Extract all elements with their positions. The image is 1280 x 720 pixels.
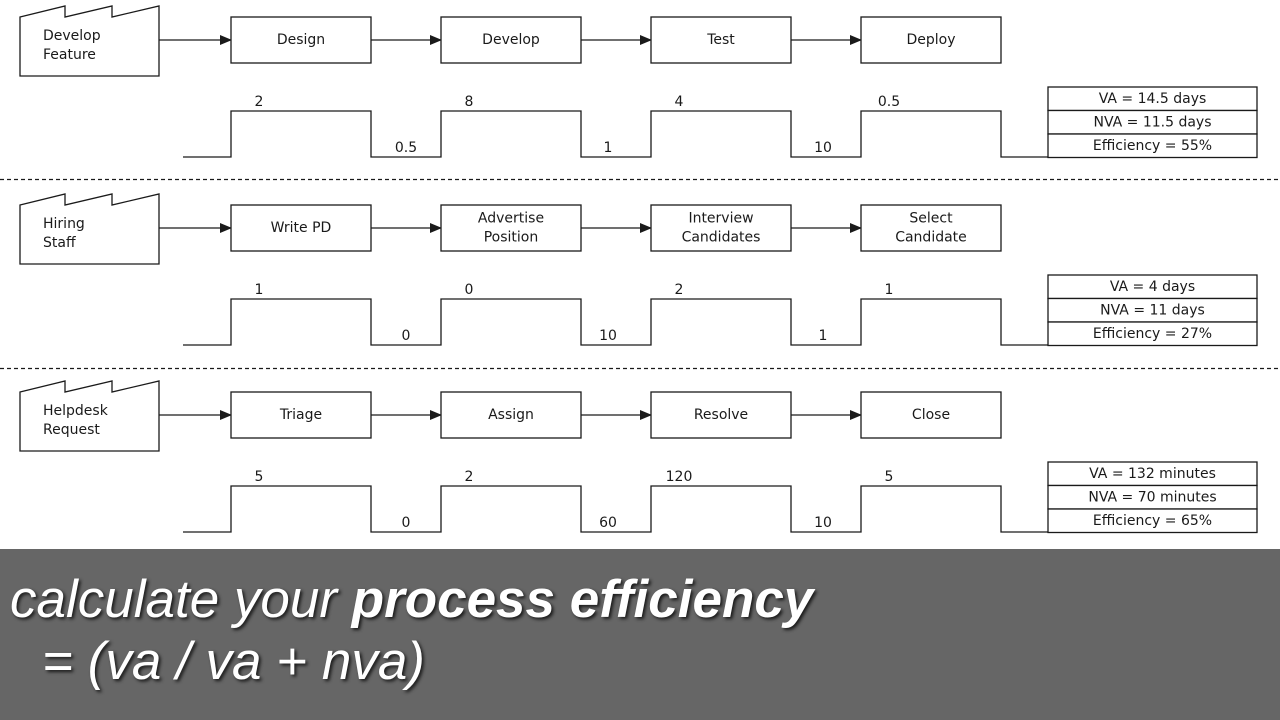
- nva-time-label: 0.5: [395, 140, 417, 156]
- process-step-box: [230, 16, 372, 64]
- trigger-label: Helpdesk: [43, 403, 109, 419]
- nva-time-label: 0: [402, 328, 411, 344]
- process-step-label: Candidates: [682, 230, 761, 246]
- va-time-label: 2: [675, 282, 684, 298]
- va-time-label: 5: [885, 469, 894, 485]
- va-time-label: 0: [465, 282, 474, 298]
- timeline: [183, 298, 1049, 346]
- process-step-box: [440, 16, 582, 64]
- process-step-label: Assign: [488, 407, 534, 423]
- process-step-label: Interview: [688, 211, 753, 227]
- process-step-label: Close: [912, 407, 950, 423]
- process-step-box: [860, 391, 1002, 439]
- process-step-label: Deploy: [906, 32, 955, 48]
- va-time-label: 2: [255, 94, 264, 110]
- nva-time-label: 0: [402, 515, 411, 531]
- trigger-label: Develop: [43, 28, 101, 44]
- va-time-label: 2: [465, 469, 474, 485]
- summary-value: Efficiency = 55%: [1093, 138, 1212, 154]
- nva-time-label: 60: [599, 515, 617, 531]
- timeline: [183, 110, 1049, 158]
- process-step-box: [230, 391, 372, 439]
- timeline: [183, 485, 1049, 533]
- summary-cell: [1047, 508, 1258, 534]
- va-time-label: 0.5: [878, 94, 900, 110]
- trigger-label: Hiring: [43, 216, 85, 232]
- summary-value: VA = 14.5 days: [1099, 91, 1207, 107]
- nva-time-label: 10: [599, 328, 617, 344]
- summary-value: NVA = 11.5 days: [1093, 114, 1211, 130]
- process-step-label: Advertise: [478, 211, 544, 227]
- process-step-label: Write PD: [271, 220, 332, 236]
- caption-line-2: = (va / va + nva): [42, 632, 425, 691]
- factory-icon: [19, 5, 160, 77]
- process-step-label: Triage: [279, 407, 322, 423]
- va-time-label: 1: [255, 282, 264, 298]
- va-time-label: 5: [255, 469, 264, 485]
- caption-normal-text: calculate your: [10, 570, 352, 629]
- process-step-label: Select: [909, 211, 953, 227]
- caption-bold-text: process efficiency: [351, 570, 814, 629]
- caption-line-1: calculate your process efficiency: [10, 570, 813, 630]
- va-time-label: 4: [675, 94, 684, 110]
- summary-value: NVA = 70 minutes: [1088, 489, 1216, 505]
- process-step-box: [440, 391, 582, 439]
- process-step-label: Design: [277, 32, 325, 48]
- process-step-label: Develop: [482, 32, 540, 48]
- trigger-label: Feature: [43, 47, 96, 63]
- process-step-box: [860, 16, 1002, 64]
- va-time-label: 1: [885, 282, 894, 298]
- process-step-label: Resolve: [694, 407, 748, 423]
- nva-time-label: 10: [814, 515, 832, 531]
- summary-cell: [1047, 133, 1258, 159]
- trigger-label: Request: [43, 422, 100, 438]
- process-step-label: Position: [484, 230, 539, 246]
- process-step-box: [860, 204, 1002, 252]
- summary-value: VA = 4 days: [1110, 279, 1195, 295]
- va-time-label: 8: [465, 94, 474, 110]
- nva-time-label: 10: [814, 140, 832, 156]
- process-step-box: [230, 204, 372, 252]
- nva-time-label: 1: [819, 328, 828, 344]
- process-step-box: [650, 204, 792, 252]
- process-step-box: [650, 16, 792, 64]
- process-step-label: Candidate: [895, 230, 967, 246]
- summary-value: VA = 132 minutes: [1089, 466, 1216, 482]
- factory-icon: [19, 380, 160, 452]
- summary-cell: [1047, 321, 1258, 347]
- process-step-label: Test: [706, 32, 735, 48]
- summary-value: Efficiency = 65%: [1093, 513, 1212, 529]
- nva-time-label: 1: [604, 140, 613, 156]
- summary-value: NVA = 11 days: [1100, 302, 1205, 318]
- factory-icon: [19, 193, 160, 265]
- summary-value: Efficiency = 27%: [1093, 326, 1212, 342]
- trigger-label: Staff: [43, 235, 76, 251]
- va-time-label: 120: [666, 469, 693, 485]
- caption-banner: [0, 549, 1280, 720]
